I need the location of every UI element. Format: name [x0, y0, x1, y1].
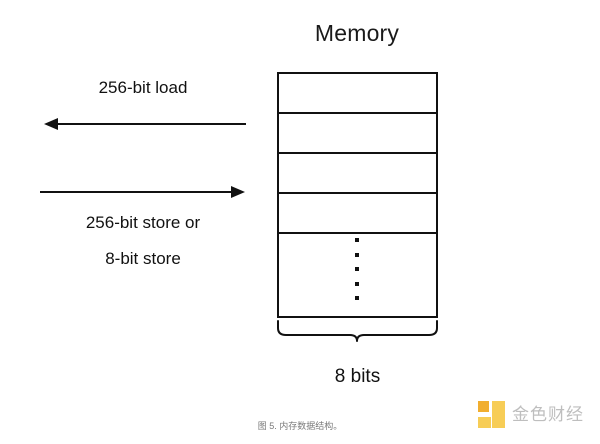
logo-foot: [478, 417, 491, 428]
ellipsis-dot: [355, 281, 359, 286]
memory-row-divider: [277, 232, 438, 234]
memory-row-divider: [277, 152, 438, 154]
ellipsis-dot: [355, 252, 359, 257]
ellipsis-dot: [355, 296, 359, 300]
logo-bar: [492, 401, 505, 428]
logo-square: [478, 401, 489, 412]
arrow-right-icon: [231, 186, 245, 198]
vertical-ellipsis-icon: [352, 238, 362, 300]
page-title: Memory: [314, 20, 400, 46]
arrow-left-icon: [44, 118, 58, 130]
width-label: 8 bits: [334, 366, 381, 387]
ellipsis-dot: [355, 267, 359, 271]
load-label: 256-bit load: [98, 78, 188, 97]
memory-row-divider: [277, 192, 438, 194]
brace-svg: [277, 320, 438, 342]
load-arrow-line: [56, 123, 246, 125]
width-brace-icon: [275, 320, 440, 344]
ellipsis-dot: [355, 238, 359, 242]
store-label-line1: 256-bit store or: [85, 213, 201, 232]
memory-row-divider: [277, 112, 438, 114]
watermark: 金色财经: [478, 401, 584, 428]
store-label-line2: 8-bit store: [105, 249, 181, 268]
watermark-text: 金色财经: [512, 404, 584, 425]
figure-caption: 图 5. 内存数据结构。: [257, 421, 343, 431]
jinse-logo-icon: [478, 401, 505, 428]
store-arrow-line: [40, 191, 232, 193]
